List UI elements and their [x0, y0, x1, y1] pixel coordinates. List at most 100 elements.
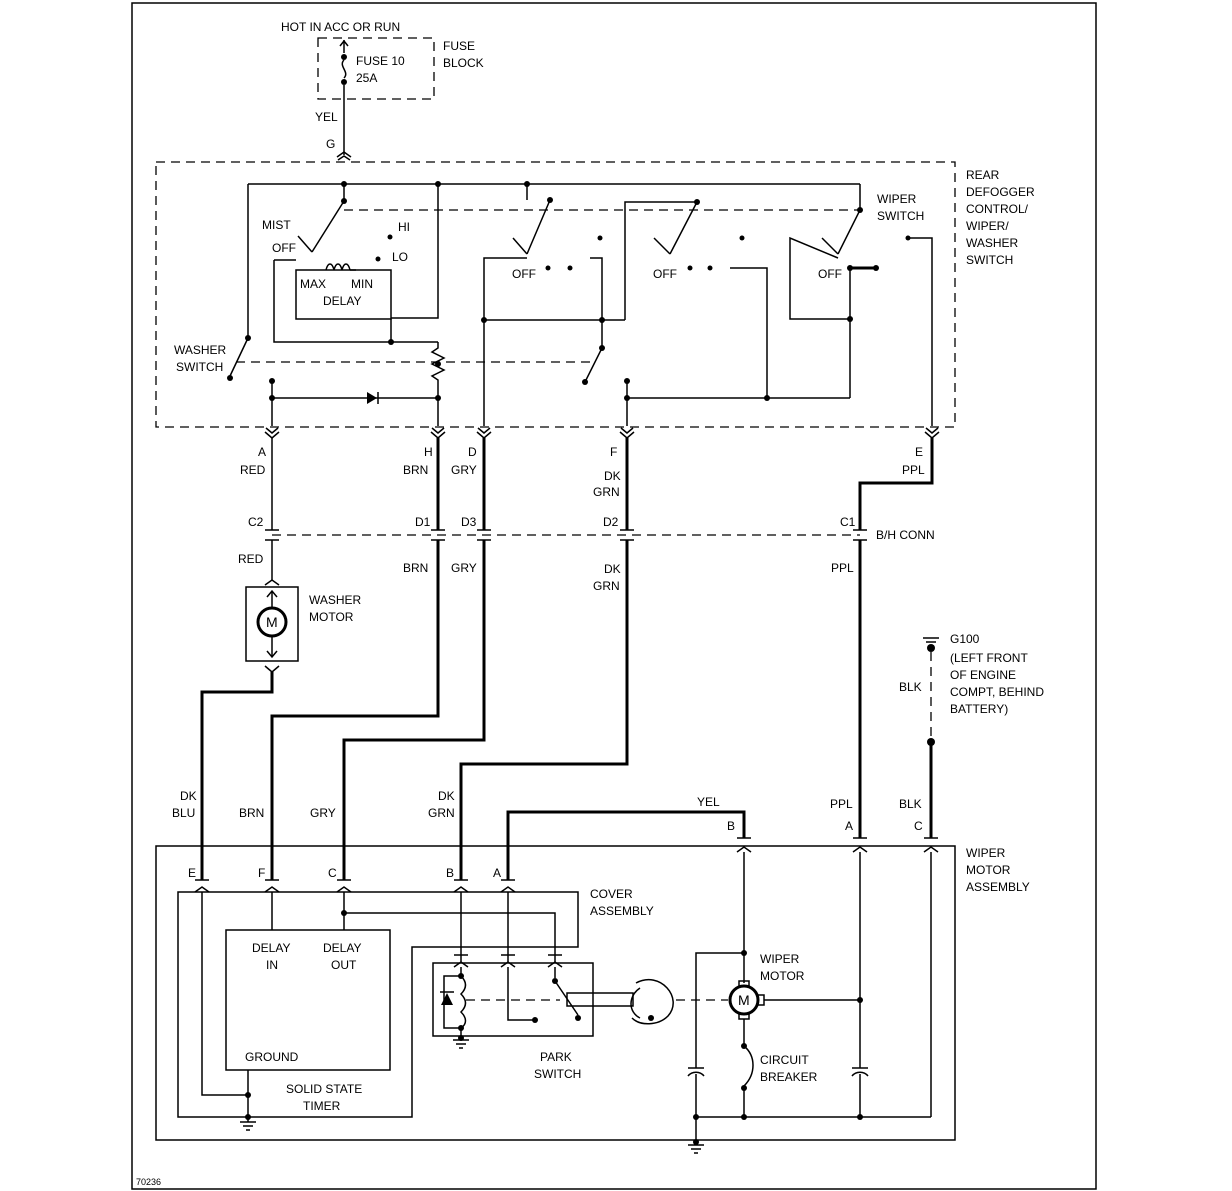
capacitor-right [851, 1067, 869, 1117]
switch-3-blade [669, 201, 698, 255]
pin-f-wire-2: GRN [593, 485, 620, 499]
park-cam-shaft [566, 992, 634, 1007]
park-coil [459, 975, 467, 1029]
bh-conn-label: B/H CONN [876, 528, 935, 542]
pin-a: A [258, 445, 266, 459]
control-title-1: REAR [966, 168, 1000, 182]
timer-ground: GROUND [245, 1050, 299, 1064]
pin-h: H [424, 445, 433, 459]
wc-dkgrn-1: DK [438, 789, 455, 803]
wiper-assembly-title-1: WIPER [966, 846, 1006, 860]
off-label-2: OFF [512, 267, 536, 281]
switch-2-lower-blade [584, 347, 603, 383]
fuse-name: FUSE 10 [356, 54, 405, 68]
page-frame [131, 2, 1097, 1190]
wire-dk-grn [459, 540, 629, 880]
pin-d-wire: GRY [451, 463, 477, 477]
park-switch-connectors [453, 954, 563, 968]
bh-pin-d3: D3 [461, 515, 477, 529]
ground-loc-3: COMPT, BEHIND [950, 685, 1044, 699]
off-label-3: OFF [653, 267, 677, 281]
control-title-5: WASHER [966, 236, 1019, 250]
wc-pin-c-right: C [914, 819, 923, 833]
min-label: MIN [351, 277, 373, 291]
lower-red-label: RED [238, 552, 264, 566]
timer-ground-symbol [240, 1117, 256, 1131]
delay-in-1: DELAY [252, 941, 290, 955]
washer-motor-symbol [256, 606, 288, 638]
cover-label-1: COVER [590, 887, 633, 901]
delay-label: DELAY [323, 294, 361, 308]
off-label-1: OFF [272, 241, 296, 255]
wc-pin-a: A [493, 866, 501, 880]
park-cam [630, 987, 641, 1019]
control-title-4: WIPER/ [966, 219, 1009, 233]
wc-dkblu-1: DK [180, 789, 197, 803]
wc-dkgrn-2: GRN [428, 806, 455, 820]
diode-symbol [367, 392, 377, 404]
control-bottom-connectors [264, 427, 940, 439]
fuse-symbol [339, 39, 349, 155]
pin-a-wire: RED [240, 463, 266, 477]
bh-pin-d2: D2 [603, 515, 619, 529]
washer-switch-blade [229, 337, 249, 377]
wc-brn: BRN [239, 806, 264, 820]
washer-motor-label-1: WASHER [309, 593, 362, 607]
lower-dkgrn-label-2: GRN [593, 579, 620, 593]
delay-control-box [295, 269, 392, 320]
ground-loc-1: (LEFT FRONT [950, 651, 1028, 665]
wc-gry: GRY [310, 806, 336, 820]
delay-out-2: OUT [331, 958, 357, 972]
power-source-label: HOT IN ACC OR RUN [281, 20, 400, 34]
hi-label: HI [398, 220, 410, 234]
wc-pin-a-right: A [845, 819, 853, 833]
control-switch-outline [155, 161, 956, 428]
cover-label-2: ASSEMBLY [590, 904, 654, 918]
wc-pin-c: C [328, 866, 337, 880]
washer-motor-label-2: MOTOR [309, 610, 354, 624]
park-switch-label-1: PARK [540, 1050, 572, 1064]
ground-loc-2: OF ENGINE [950, 668, 1016, 682]
solid-state-timer [225, 929, 391, 1071]
h-resistor [430, 342, 446, 426]
ground-g100-symbol [923, 637, 939, 652]
lower-dkgrn-label-1: DK [604, 562, 621, 576]
lo-label: LO [392, 250, 408, 264]
park-switch-box [432, 962, 594, 1037]
delay-rheostat [325, 263, 351, 271]
bh-pin-c1: C1 [840, 515, 856, 529]
off-label-4: OFF [818, 267, 842, 281]
wiper-switch-blade [837, 209, 861, 255]
wc-yel: YEL [697, 795, 720, 809]
ground-wire-label: BLK [899, 680, 922, 694]
control-title-2: DEFOGGER [966, 185, 1035, 199]
pin-d: D [468, 445, 477, 459]
delay-out-1: DELAY [323, 941, 361, 955]
park-ground-symbol [453, 1035, 469, 1049]
wiper-assembly-title-3: ASSEMBLY [966, 880, 1030, 894]
power-pin: G [326, 137, 335, 151]
lower-gry-label: GRY [451, 561, 477, 575]
wc-pin-b: B [446, 866, 454, 880]
fuse-block-label-2: BLOCK [443, 56, 484, 70]
pin-f: F [610, 445, 617, 459]
wc-ppl: PPL [830, 797, 853, 811]
fuse-block-label-1: FUSE [443, 39, 475, 53]
wiper-assembly-title-2: MOTOR [966, 863, 1011, 877]
wiper-switch-label-2: SWITCH [877, 209, 924, 223]
washer-motor-box [245, 586, 299, 662]
park-diode [441, 993, 453, 1005]
wiper-motor-assembly-outline [155, 845, 956, 1141]
control-title-3: CONTROL/ [966, 202, 1029, 216]
wire-brn [270, 540, 440, 880]
park-switch-label-2: SWITCH [534, 1067, 581, 1081]
washer-switch-label-1: WASHER [174, 343, 227, 357]
mist-label: MIST [262, 218, 291, 232]
washer-switch-label-2: SWITCH [176, 360, 223, 374]
pin-f-wire-1: DK [604, 469, 621, 483]
wc-pin-b-right: B [727, 819, 735, 833]
wiper-motor-label-1: WIPER [760, 952, 800, 966]
wiper-switch-label-1: WIPER [877, 192, 917, 206]
circuit-breaker-symbol [743, 1045, 754, 1087]
